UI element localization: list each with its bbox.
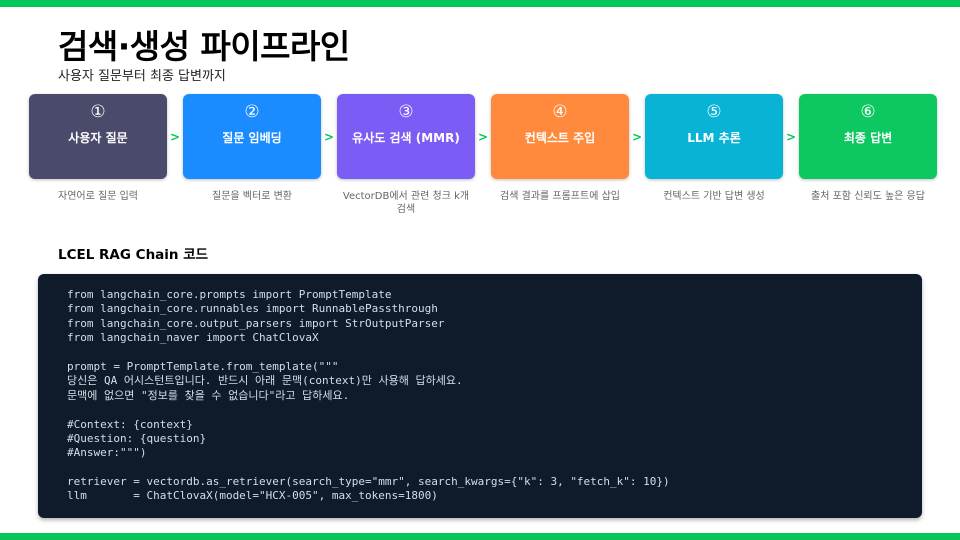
code-line: from langchain_core.prompts import Promp… (67, 288, 392, 301)
page-subtitle: 사용자 질문부터 최종 답변까지 (58, 69, 226, 84)
top-accent-bar (0, 0, 960, 7)
step-card-4: ④ 컨텍스트 주입 (491, 94, 629, 179)
code-line (67, 461, 670, 475)
code-line (67, 346, 670, 360)
page-title: 검색·생성 파이프라인 (58, 27, 350, 66)
arrow-icon: > (323, 130, 335, 144)
code-line: from langchain_naver import ChatClovaX (67, 331, 319, 345)
step-description-5: 컨텍스트 기반 답변 생성 (663, 191, 765, 202)
step-label: 컨텍스트 주입 (524, 131, 596, 145)
step-card-2: ② 질문 임베딩 (183, 94, 321, 179)
code-line: 문맥에 없으면 "정보를 찾을 수 없습니다"라고 답하세요. (67, 388, 350, 402)
step-label: 사용자 질문 (68, 131, 128, 145)
step-label: 최종 답변 (843, 131, 893, 145)
arrow-icon: > (631, 130, 643, 144)
code-line: prompt = PromptTemplate.from_template(""… (67, 359, 339, 373)
step-description-6: 출처 포함 신뢰도 높은 응답 (811, 191, 925, 202)
arrow-icon: > (169, 130, 181, 144)
code-line: llm = ChatClovaX(model="HCX-005", max_to… (67, 489, 438, 503)
step-label: 유사도 검색 (MMR) (352, 131, 460, 145)
code-heading: LCEL RAG Chain 코드 (58, 247, 209, 263)
code-line: 당신은 QA 어시스턴트입니다. 반드시 아래 문맥(context)만 사용해… (67, 374, 463, 388)
step-card-3: ③ 유사도 검색 (MMR) (337, 94, 475, 179)
step-description-2: 질문을 벡터로 변환 (212, 191, 292, 202)
step-number: ① (90, 102, 106, 122)
code-block: from langchain_core.prompts import Promp… (38, 274, 922, 518)
code-line: #Context: {context} (67, 417, 193, 431)
code-line: from langchain_core.output_parsers impor… (67, 316, 445, 330)
code-line: #Question: {question} (67, 431, 207, 445)
arrow-icon: > (785, 130, 797, 144)
code-line: #Answer:""") (67, 446, 147, 460)
step-card-6: ⑥ 최종 답변 (799, 94, 937, 179)
step-number: ⑤ (706, 102, 722, 122)
arrow-icon: > (477, 130, 489, 144)
step-number: ③ (398, 102, 414, 122)
step-card-5: ⑤ LLM 추론 (645, 94, 783, 179)
step-description-3: VectorDB에서 관련 청크 k개 검색 (342, 191, 470, 215)
step-label: 질문 임베딩 (222, 131, 282, 145)
step-card-1: ① 사용자 질문 (29, 94, 167, 179)
code-line: retriever = vectordb.as_retriever(search… (67, 475, 670, 489)
step-label: LLM 추론 (687, 131, 741, 145)
code-line: from langchain_core.runnables import Run… (67, 302, 438, 316)
step-number: ② (244, 102, 260, 122)
bottom-accent-bar (0, 533, 960, 540)
code-lines: from langchain_core.prompts import Promp… (67, 288, 670, 504)
step-description-1: 자연어로 질문 입력 (58, 191, 138, 202)
step-description-4: 검색 결과를 프롬프트에 삽입 (500, 191, 620, 202)
step-number: ⑥ (860, 102, 876, 122)
step-number: ④ (552, 102, 568, 122)
code-line (67, 403, 670, 417)
